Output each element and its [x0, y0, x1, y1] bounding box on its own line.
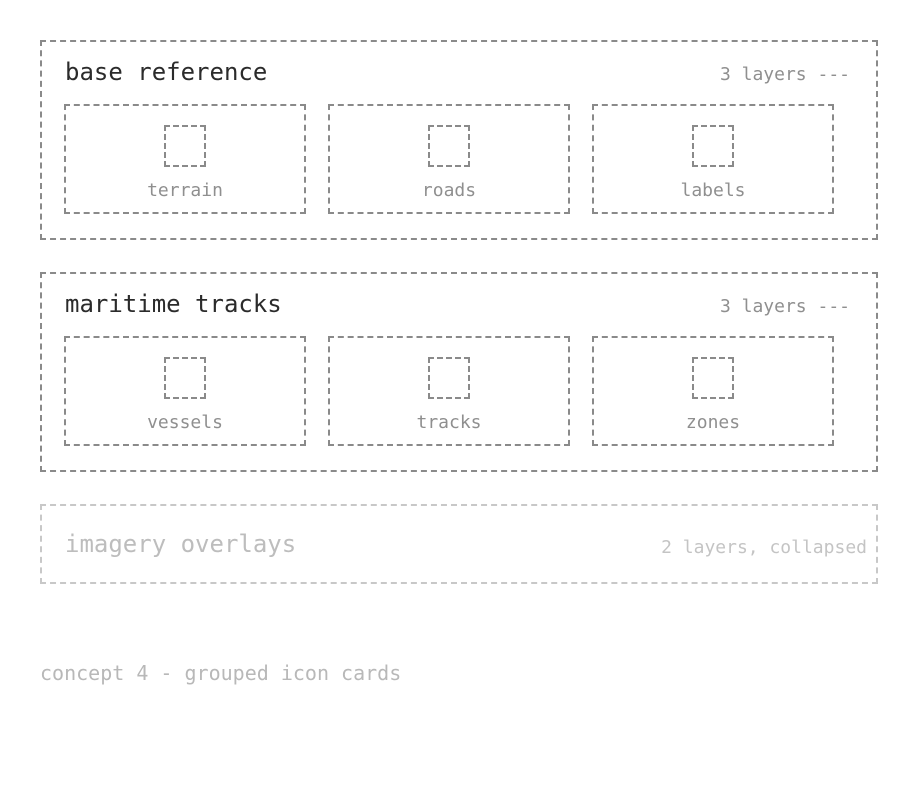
- concept-caption: concept 4 - grouped icon cards: [40, 661, 402, 685]
- group-title: imagery overlays: [65, 530, 297, 558]
- layer-card-roads[interactable]: roads: [328, 104, 570, 214]
- layer-cards: vessels tracks zones: [64, 336, 834, 446]
- layer-label: tracks: [416, 412, 482, 433]
- layer-label: roads: [421, 180, 477, 201]
- vessels-icon: [164, 357, 206, 399]
- terrain-icon: [164, 125, 206, 167]
- layer-label: vessels: [147, 412, 223, 433]
- layer-group-maritime-tracks[interactable]: maritime tracks 3 layers --- vessels tra…: [40, 272, 878, 472]
- layer-cards: terrain roads labels: [64, 104, 834, 214]
- layer-label: terrain: [147, 180, 223, 201]
- layer-label: zones: [685, 412, 741, 433]
- layer-label: labels: [680, 180, 746, 201]
- layer-card-terrain[interactable]: terrain: [64, 104, 306, 214]
- zones-icon: [692, 357, 734, 399]
- layer-card-labels[interactable]: labels: [592, 104, 834, 214]
- layer-group-imagery-overlays[interactable]: imagery overlays 2 layers, collapsed: [40, 504, 878, 584]
- layer-card-zones[interactable]: zones: [592, 336, 834, 446]
- layer-card-tracks[interactable]: tracks: [328, 336, 570, 446]
- group-layer-count: 2 layers, collapsed: [661, 537, 867, 558]
- group-layer-count[interactable]: 3 layers ---: [719, 64, 850, 85]
- layer-card-vessels[interactable]: vessels: [64, 336, 306, 446]
- labels-icon: [692, 125, 734, 167]
- layer-group-base-reference[interactable]: base reference 3 layers --- terrain road…: [40, 40, 878, 240]
- group-title: maritime tracks: [65, 290, 282, 318]
- tracks-icon: [428, 357, 470, 399]
- group-title: base reference: [65, 58, 268, 86]
- group-layer-count[interactable]: 3 layers ---: [719, 296, 850, 317]
- roads-icon: [428, 125, 470, 167]
